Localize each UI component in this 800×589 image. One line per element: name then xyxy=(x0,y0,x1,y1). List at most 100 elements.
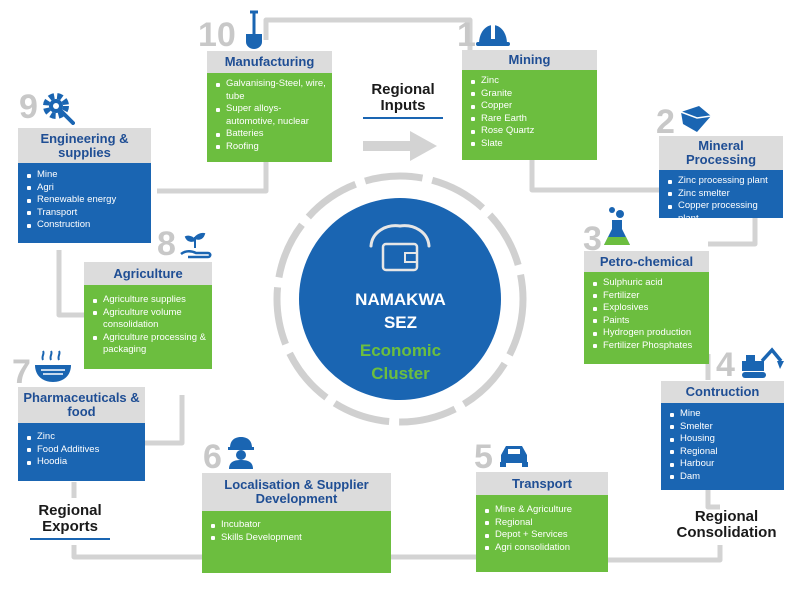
list-item: Mine & Agriculture xyxy=(483,504,602,517)
list-item: Agriculture supplies xyxy=(91,294,206,307)
list-item: Granite xyxy=(469,88,591,101)
list-item: Agri xyxy=(25,182,145,195)
list-item: Fertilizer Phosphates xyxy=(591,340,703,353)
list-item: Slate xyxy=(469,138,591,151)
node-title: Agriculture xyxy=(84,262,212,285)
node-title: Mineral Processing xyxy=(659,136,783,170)
list-item: Copper processing plant xyxy=(666,200,777,225)
list-item: Roofing xyxy=(214,141,326,154)
list-item: Agri consolidation xyxy=(483,542,602,555)
list-item: Zinc smelter xyxy=(666,188,777,201)
seedling-hand-icon xyxy=(180,232,212,259)
hub-title-line-1: NAMAKWA xyxy=(355,290,446,309)
list-item: Explosives xyxy=(591,302,703,315)
list-item: Rare Earth xyxy=(469,113,591,126)
node-item-list: Zinc Food Additives Hoodia xyxy=(18,423,145,481)
list-item: Mine xyxy=(25,169,145,182)
list-item: Depot + Services xyxy=(483,529,602,542)
node-item-list: Sulphuric acid Fertilizer Explosives Pai… xyxy=(584,272,709,364)
list-item: Food Additives xyxy=(25,444,139,457)
node-card-transport: Transport Mine & Agriculture Regional De… xyxy=(476,472,608,572)
hard-hat-icon xyxy=(476,25,510,46)
node-item-list: Mine Agri Renewable energy Transport Con… xyxy=(18,163,151,243)
node-title: Transport xyxy=(476,472,608,495)
node-number-1: 1 xyxy=(457,16,476,54)
food-bowl-icon xyxy=(35,350,71,382)
node-card-engineering: Engineering & supplies Mine Agri Renewab… xyxy=(18,128,151,243)
list-item: Incubator xyxy=(209,519,385,532)
node-item-list: Galvanising-Steel, wire, tube Super allo… xyxy=(207,73,332,162)
node-card-pharmaceuticals: Pharmaceuticals & food Zinc Food Additiv… xyxy=(18,387,145,481)
node-card-mining: Mining Zinc Granite Copper Rare Earth Ro… xyxy=(462,50,597,160)
list-item: Zinc processing plant xyxy=(666,175,777,188)
node-item-list: Mine Smelter Housing Regional Harbour Da… xyxy=(661,403,784,490)
node-item-list: Zinc processing plant Zinc smelter Coppe… xyxy=(659,170,783,224)
hub-subtitle-line-2: Cluster xyxy=(371,364,430,383)
list-item: Super alloys-automotive, nuclear xyxy=(214,103,326,128)
flask-icon xyxy=(604,207,630,245)
list-item: Harbour xyxy=(668,458,778,471)
node-title: Pharmaceuticals & food xyxy=(18,387,145,423)
list-item: Regional xyxy=(483,517,602,530)
list-item: Renewable energy xyxy=(25,194,145,207)
node-item-list: Zinc Granite Copper Rare Earth Rose Quar… xyxy=(462,70,597,160)
regional-inputs-arrow xyxy=(363,131,437,161)
list-item: Agriculture processing & packaging xyxy=(91,332,206,357)
list-item: Fertilizer xyxy=(591,290,703,303)
node-number-10: 10 xyxy=(198,16,236,54)
list-item: Batteries xyxy=(214,128,326,141)
gem-icon xyxy=(680,106,712,132)
list-item: Hoodia xyxy=(25,456,139,469)
list-item: Rose Quartz xyxy=(469,125,591,138)
node-number-3: 3 xyxy=(583,220,602,258)
car-icon xyxy=(500,446,528,467)
node-item-list: Incubator Skills Development xyxy=(202,511,391,573)
node-title: Petro-chemical xyxy=(584,251,709,272)
list-item: Copper xyxy=(469,100,591,113)
node-card-petro-chemical: Petro-chemical Sulphuric acid Fertilizer… xyxy=(584,251,709,364)
node-number-6: 6 xyxy=(203,438,222,476)
list-item: Skills Development xyxy=(209,532,385,545)
list-item: Paints xyxy=(591,315,703,328)
worker-icon xyxy=(228,437,254,469)
list-item: Sulphuric acid xyxy=(591,277,703,290)
list-item: Housing xyxy=(668,433,778,446)
node-title: Manufacturing xyxy=(207,51,332,73)
node-title: Contruction xyxy=(661,381,784,403)
node-title: Localisation & Supplier Development xyxy=(202,473,391,511)
node-number-7: 7 xyxy=(12,353,31,391)
list-item: Dam xyxy=(668,471,778,484)
node-number-5: 5 xyxy=(474,438,493,476)
list-item: Zinc xyxy=(25,431,139,444)
node-title: Engineering & supplies xyxy=(18,128,151,163)
list-item: Hydrogen production xyxy=(591,327,703,340)
node-item-list: Mine & Agriculture Regional Depot + Serv… xyxy=(476,495,608,572)
node-card-construction: Contruction Mine Smelter Housing Regiona… xyxy=(661,381,784,490)
node-card-agriculture: Agriculture Agriculture supplies Agricul… xyxy=(84,262,212,369)
excavator-icon xyxy=(742,347,784,378)
node-number-2: 2 xyxy=(656,103,675,141)
node-card-localisation: Localisation & Supplier Development Incu… xyxy=(202,473,391,573)
list-item: Transport xyxy=(25,207,145,220)
hub-title-line-2: SEZ xyxy=(383,313,418,332)
node-card-manufacturing: Manufacturing Galvanising-Steel, wire, t… xyxy=(207,51,332,162)
list-item: Agriculture volume consolidation xyxy=(91,307,206,332)
wallet-hands-icon xyxy=(369,224,431,272)
list-item: Smelter xyxy=(668,421,778,434)
list-item: Zinc xyxy=(469,75,591,88)
list-item: Construction xyxy=(25,219,145,232)
node-number-8: 8 xyxy=(157,225,176,263)
shovel-icon xyxy=(246,10,262,49)
node-number-4: 4 xyxy=(716,346,735,384)
list-item: Galvanising-Steel, wire, tube xyxy=(214,78,326,103)
gear-wrench-icon xyxy=(43,93,75,125)
hub-subtitle-line-1: Economic xyxy=(359,341,442,360)
node-number-9: 9 xyxy=(19,88,38,126)
list-item: Regional xyxy=(668,446,778,459)
node-item-list: Agriculture supplies Agriculture volume … xyxy=(84,285,212,369)
node-title: Mining xyxy=(462,50,597,70)
